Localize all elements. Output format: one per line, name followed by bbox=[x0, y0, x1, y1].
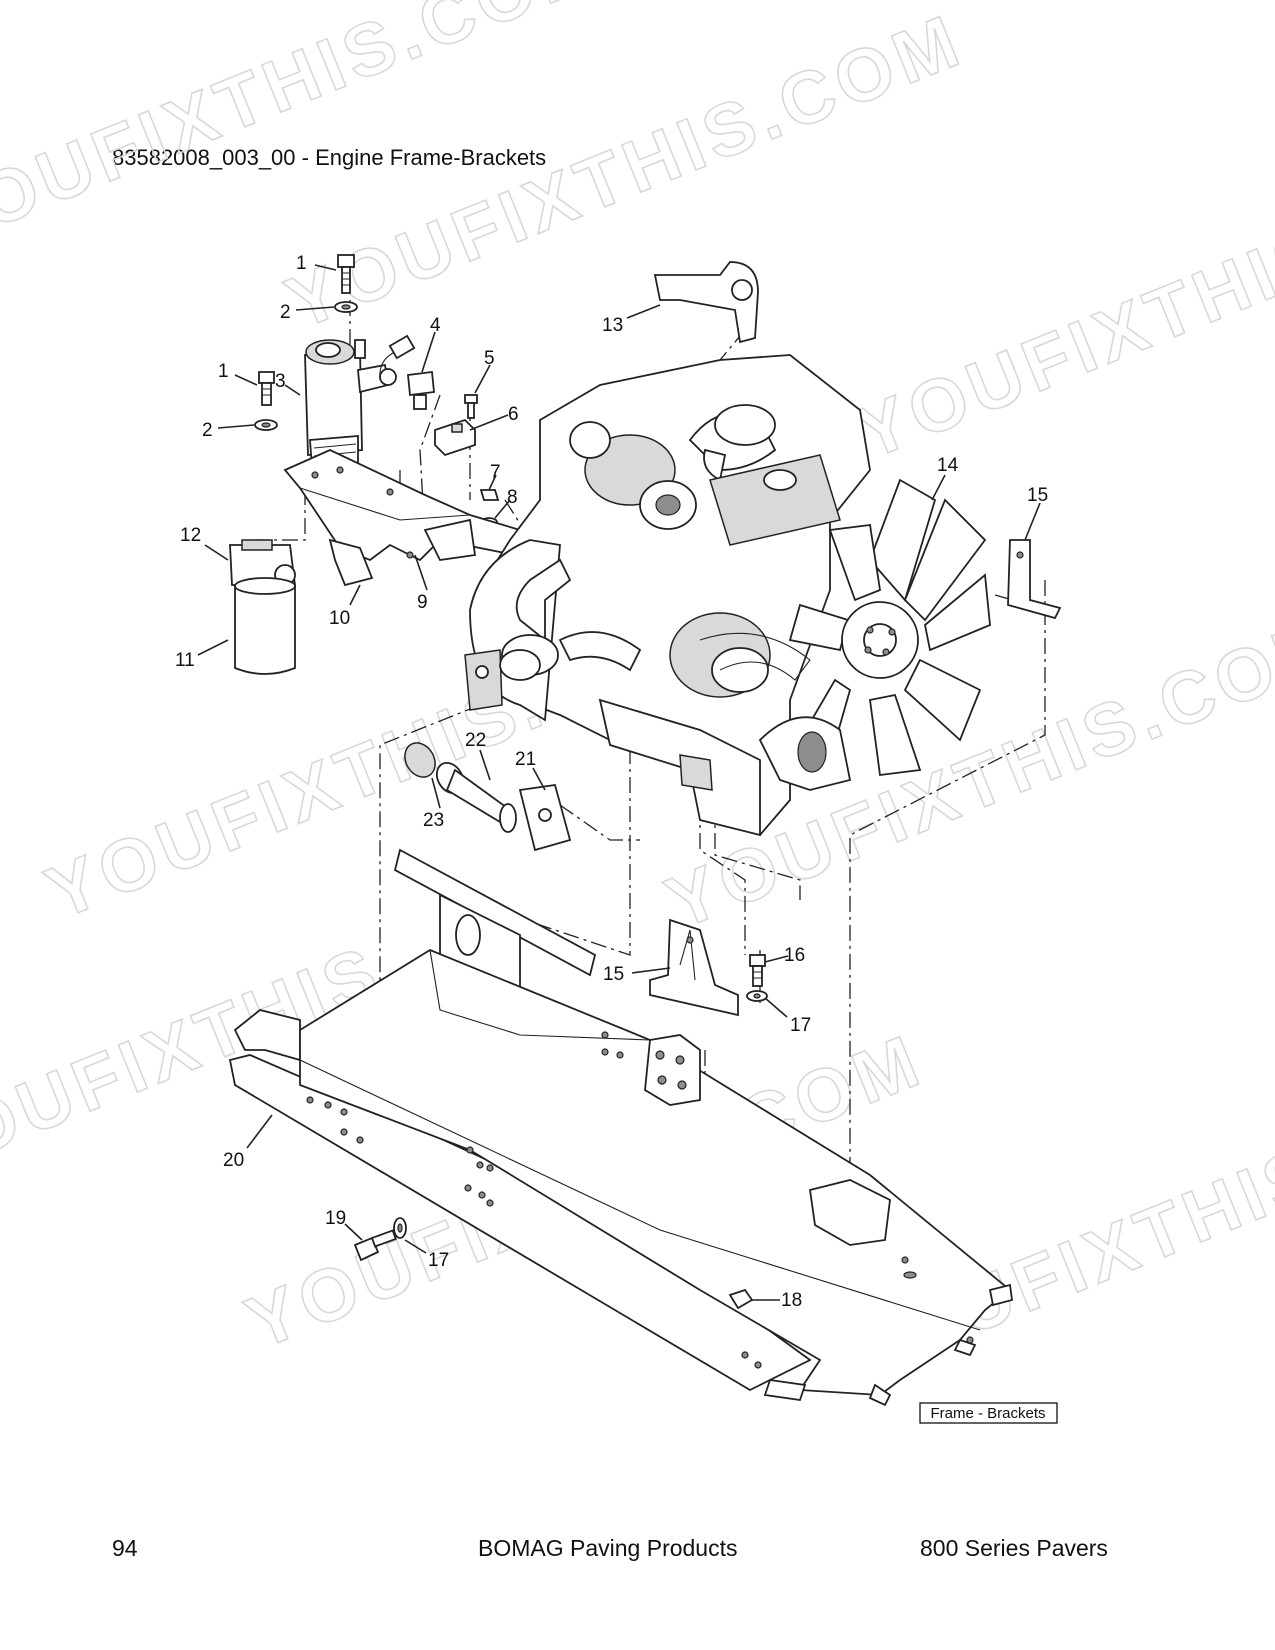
bolt-head bbox=[353, 1236, 380, 1262]
rubber-mount bbox=[644, 1034, 701, 1106]
watermark-text: YOUFIXTHIS bbox=[845, 209, 1275, 475]
callout-22: 22 bbox=[465, 730, 486, 751]
callout-5: 5 bbox=[484, 348, 495, 369]
callout-labels: 1 2 4 1 3 5 2 6 7 8 12 9 10 11 13 14 15 … bbox=[175, 253, 1048, 1311]
page-number: 94 bbox=[112, 1535, 138, 1561]
bolt-shank bbox=[341, 266, 351, 294]
callout-15-lower: 15 bbox=[603, 964, 624, 985]
sender-switch bbox=[407, 370, 435, 397]
callout-leaders bbox=[197, 264, 1041, 1301]
fuel-filter-group bbox=[229, 254, 522, 675]
lifting-bracket bbox=[653, 261, 759, 344]
callout-12: 12 bbox=[180, 525, 201, 546]
publisher-name: BOMAG Paving Products bbox=[478, 1535, 738, 1561]
bolt-shank bbox=[261, 382, 272, 406]
exhaust-pipe-parts bbox=[404, 742, 572, 852]
main-frame bbox=[228, 948, 1013, 1407]
relay bbox=[434, 418, 476, 457]
callout-23: 23 bbox=[423, 810, 444, 831]
callout-20: 20 bbox=[223, 1150, 244, 1171]
page-title: 83582008_003_00 - Engine Frame-Brackets bbox=[112, 145, 547, 170]
bracket-foot bbox=[328, 538, 374, 587]
callout-6: 6 bbox=[508, 404, 519, 425]
bolt-shank bbox=[370, 1229, 397, 1248]
callout-3: 3 bbox=[275, 371, 286, 392]
callout-15-top: 15 bbox=[1027, 485, 1048, 506]
callout-18: 18 bbox=[781, 1290, 802, 1311]
crossmember-bar bbox=[393, 848, 597, 977]
callout-17-top: 17 bbox=[790, 1015, 811, 1036]
callout-8: 8 bbox=[507, 487, 518, 508]
engine-support-bracket bbox=[1007, 539, 1062, 620]
callout-10: 10 bbox=[329, 608, 350, 629]
callout-19: 19 bbox=[325, 1208, 346, 1229]
callout-1-top: 1 bbox=[296, 253, 307, 274]
view-label: Frame - Brackets bbox=[930, 1405, 1045, 1422]
callout-2-left: 2 bbox=[202, 420, 213, 441]
cooling-fan bbox=[788, 478, 991, 777]
callout-17-bottom: 17 bbox=[428, 1250, 449, 1271]
callout-1-left: 1 bbox=[218, 361, 229, 382]
bolt-head bbox=[337, 254, 355, 268]
callout-9: 9 bbox=[417, 592, 428, 613]
view-label-box: Frame - Brackets bbox=[919, 1402, 1058, 1424]
rear-mount-cradle bbox=[808, 1179, 891, 1246]
filter-canister bbox=[234, 584, 296, 675]
bolt-shank bbox=[752, 965, 763, 987]
bolt-head bbox=[749, 954, 766, 967]
rain-cap bbox=[404, 742, 436, 778]
callout-14: 14 bbox=[937, 455, 959, 476]
product-series: 800 Series Pavers bbox=[920, 1535, 1108, 1561]
callout-21: 21 bbox=[515, 749, 536, 770]
nut bbox=[479, 489, 500, 501]
valve-cover bbox=[709, 454, 841, 546]
callout-2-top: 2 bbox=[280, 302, 291, 323]
callout-13: 13 bbox=[602, 315, 623, 336]
engine-mount bbox=[464, 649, 503, 711]
bolt-head bbox=[258, 371, 275, 384]
callout-11: 11 bbox=[175, 650, 195, 671]
callout-7: 7 bbox=[490, 462, 501, 483]
exhaust-elbow bbox=[515, 558, 572, 642]
callout-16: 16 bbox=[784, 945, 805, 966]
engine-assembly bbox=[464, 261, 991, 837]
mounting-bracket bbox=[283, 449, 522, 562]
oil-pan bbox=[598, 698, 761, 837]
callout-4: 4 bbox=[430, 315, 441, 336]
